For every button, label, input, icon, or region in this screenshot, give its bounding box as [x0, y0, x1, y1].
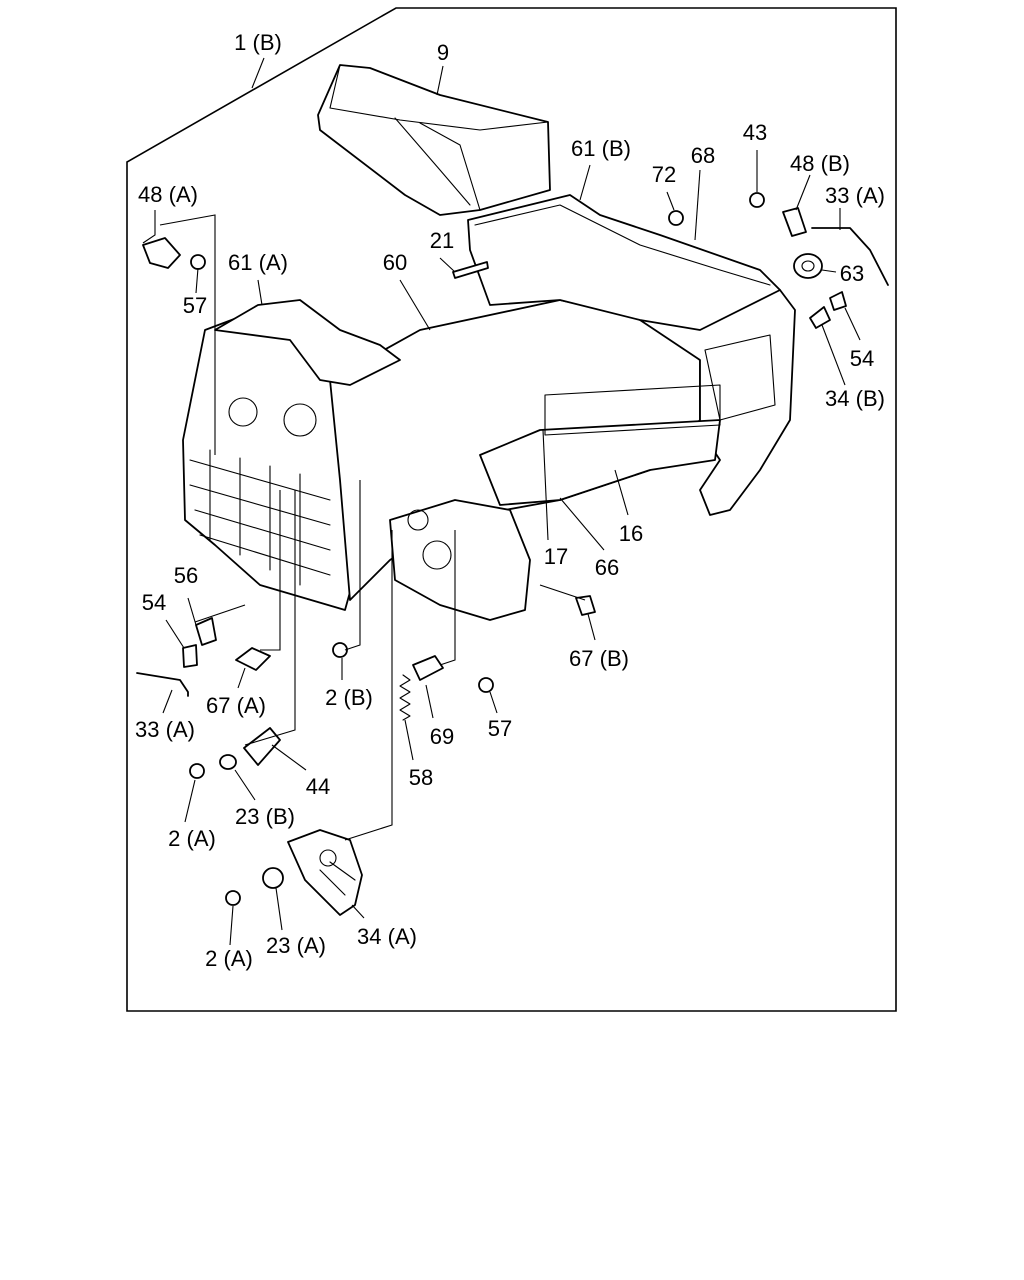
callout-34a: 34 (A): [357, 924, 417, 949]
part-69-link: [412, 655, 444, 681]
callout-66: 66: [595, 555, 619, 580]
part-48a-bracket: [142, 237, 181, 269]
leader-lines: [142, 57, 861, 946]
part-2a-bottom-screw: [225, 890, 241, 906]
part-57-top-screw: [190, 254, 206, 270]
callout-2a-mid: 2 (A): [168, 826, 216, 851]
part-56-lever: [195, 617, 217, 646]
callout-67b: 67 (B): [569, 646, 629, 671]
callout-63: 63: [840, 261, 864, 286]
callout-21: 21: [430, 228, 454, 253]
part-9-duct: [317, 64, 551, 216]
part-2b-screw: [332, 642, 348, 658]
callout-23b: 23 (B): [235, 804, 295, 829]
part-58-spring: [399, 674, 411, 721]
callout-61b: 61 (B): [571, 136, 631, 161]
part-34b-clip: [809, 306, 831, 329]
part-67a-clip: [235, 647, 271, 671]
part-23b-washer: [219, 754, 237, 770]
part-48b-bracket: [782, 207, 807, 237]
part-43-screw: [749, 192, 765, 208]
callout-72: 72: [652, 162, 676, 187]
callout-48b: 48 (B): [790, 151, 850, 176]
part-54-left-clip: [182, 644, 198, 668]
part-57-mid-screw: [478, 677, 494, 693]
part-2a-mid-screw: [189, 763, 205, 779]
callout-60: 60: [383, 250, 407, 275]
callout-69: 69: [430, 724, 454, 749]
diagram-frame: [126, 7, 897, 1012]
callout-58: 58: [409, 765, 433, 790]
part-54-right-clip: [829, 291, 847, 311]
callout-56: 56: [174, 563, 198, 588]
part-23a-washer: [262, 867, 284, 889]
callout-33a-bottom: 33 (A): [135, 717, 195, 742]
callout-23a: 23 (A): [266, 933, 326, 958]
heater-case: [182, 194, 796, 621]
callout-48a: 48 (A): [138, 182, 198, 207]
callout-68: 68: [691, 143, 715, 168]
callout-17: 17: [544, 544, 568, 569]
part-63-grommet: [793, 253, 823, 279]
callout-33a-top: 33 (A): [825, 183, 885, 208]
callout-1b: 1 (B): [234, 30, 282, 55]
part-33a-bottom-rod: [136, 672, 189, 697]
callout-43: 43: [743, 120, 767, 145]
callout-2a-bottom: 2 (A): [205, 946, 253, 971]
part-34a-gear-plate: [287, 829, 363, 916]
callout-61a: 61 (A): [228, 250, 288, 275]
callout-16: 16: [619, 521, 643, 546]
part-67b-clip: [575, 595, 596, 616]
callout-67a: 67 (A): [206, 693, 266, 718]
callout-57-mid: 57: [488, 716, 512, 741]
callout-2b: 2 (B): [325, 685, 373, 710]
callout-54-right: 54: [850, 346, 874, 371]
part-33a-top-rod: [811, 227, 889, 286]
part-72-nut: [668, 210, 684, 226]
callout-9: 9: [437, 40, 449, 65]
callout-54-left: 54: [142, 590, 166, 615]
part-21-bolt: [452, 261, 489, 279]
callout-57-top: 57: [183, 293, 207, 318]
callout-34b: 34 (B): [825, 386, 885, 411]
callout-44: 44: [306, 774, 330, 799]
